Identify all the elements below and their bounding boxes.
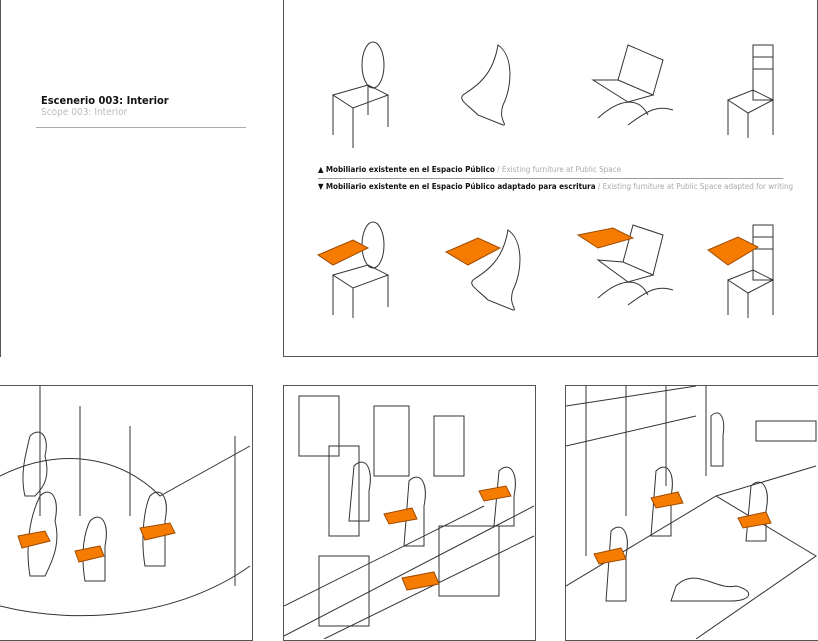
legend-adapted: ▼ Mobiliario existente en el Espacio Púb… <box>318 182 794 191</box>
chair-wooden-adapted <box>707 224 775 318</box>
chair-barcelona-adapted <box>576 224 674 306</box>
triangle-up-icon: ▲ <box>318 165 324 174</box>
chair-oval-back <box>331 41 390 148</box>
title-divider <box>36 127 246 128</box>
chair-panton-adapted <box>444 229 521 311</box>
left-panel-border <box>0 0 1 357</box>
chair-panton <box>461 44 511 126</box>
scene-1-illustration <box>0 386 251 617</box>
chair-barcelona <box>591 44 674 126</box>
chair-wooden <box>726 44 775 138</box>
legend-existing: ▲ Mobiliario existente en el Espacio Púb… <box>318 165 621 174</box>
page-subtitle: Scope 003: Interior <box>41 107 128 118</box>
page-title: Escenerio 003: Interior <box>41 94 169 107</box>
existing-chairs <box>331 41 775 148</box>
chair-oval-back-adapted <box>316 221 390 318</box>
adapted-chairs <box>316 221 775 318</box>
legend-divider <box>318 178 783 179</box>
triangle-down-icon: ▼ <box>318 182 324 191</box>
scene-3-illustration <box>566 386 817 639</box>
scene-2-illustration <box>284 395 535 639</box>
